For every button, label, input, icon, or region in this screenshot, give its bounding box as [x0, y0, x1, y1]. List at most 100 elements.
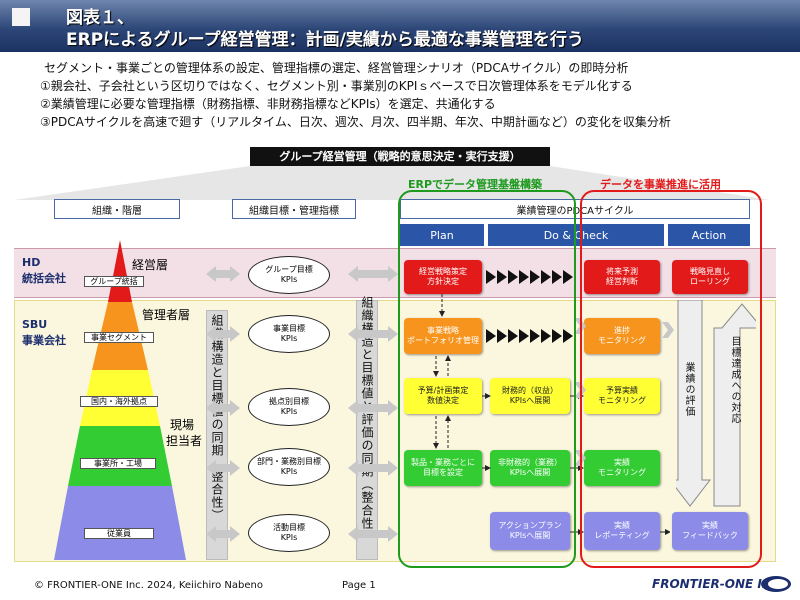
do-box-financial: 財務的（収益）KPIsへ展開 — [490, 378, 570, 414]
link-arrows — [206, 266, 398, 542]
kpi-oval-title: 拠点別目標 — [269, 397, 309, 406]
flow-arrow-icon — [486, 329, 496, 343]
perspective-fan — [14, 166, 770, 200]
flow-arrow-icon — [497, 270, 507, 284]
check-box-forecast: 将来予測経営判断 — [584, 260, 660, 294]
flow-arrow-icon — [508, 270, 518, 284]
box-line: 製品・業務ごとに — [411, 458, 475, 467]
action-box-feedback: 実績フィードバック — [672, 512, 748, 550]
phase-do-check: Do & Check — [488, 224, 664, 246]
box-line: 予算/計画策定 — [417, 386, 469, 395]
tier-field-staff: 担当者 — [166, 434, 203, 448]
box-line: 数値決定 — [427, 396, 459, 405]
evaluation-text: 業績の評価 — [683, 362, 694, 417]
sync-text-right: 組織構造と目標値と評価の同期（整合性） — [360, 296, 374, 543]
tier-field: 現場 — [170, 418, 195, 432]
do-box-nonfinancial: 非財務的（業務）KPIsへ展開 — [490, 450, 570, 486]
check-box-budget-actual: 予算実績モニタリング — [584, 378, 660, 414]
intro-line: ②業績管理に必要な管理指標（財務指標、非財務指標などKPIs）を選定、共通化する — [40, 97, 496, 111]
flow-arrow-icon — [541, 270, 551, 284]
kpi-oval-sub: KPIs — [280, 533, 298, 542]
figure-number: 図表１、 — [66, 8, 134, 28]
kpi-oval-title: 活動目標 — [273, 523, 305, 532]
box-line: 非財務的（業務） — [498, 458, 562, 467]
action-box-review: 戦略見直しローリング — [672, 260, 748, 294]
box-line: 実績 — [614, 458, 630, 467]
flow-arrow-icon — [563, 270, 573, 284]
title-banner: 図表１、 ERPによるグループ経営管理：計画/実績から最適な事業管理を行う — [0, 0, 800, 52]
sync-bar-right — [356, 300, 378, 560]
kpi-oval-title: グループ目標 — [265, 265, 313, 274]
connectors — [433, 294, 670, 535]
footer-logo: FRONTIER-ONE Inc. — [652, 577, 783, 591]
flow-arrow-icon — [530, 329, 540, 343]
box-line: 将来予測 — [606, 267, 638, 276]
box-line: 予算実績 — [606, 386, 638, 395]
plan-box-budget: 予算/計画策定数値決定 — [404, 378, 482, 414]
plan-box-targets: 製品・業務ごとに目標を設定 — [404, 450, 482, 486]
hd-label: HD — [22, 256, 41, 269]
tier-manager: 管理者層 — [142, 308, 191, 322]
box-line: 経営戦略策定 — [419, 267, 467, 276]
check-box-actual: 実績モニタリング — [584, 450, 660, 486]
intro-line: ③PDCAサイクルを高速で廻す（リアルタイム、日次、週次、月次、四半期、年次、中… — [40, 115, 671, 129]
tier-exec: 経営層 — [132, 258, 169, 272]
flow-arrow-icon — [519, 270, 529, 284]
flow-arrows-sbu — [486, 329, 574, 343]
level-label: 国内・海外拠点 — [80, 396, 158, 407]
sync-bar-left — [206, 310, 228, 560]
action-arrows — [676, 300, 756, 507]
box-line: ポートフォリオ管理 — [407, 336, 479, 345]
column-header-kpi: 組織目標・管理指標 — [232, 199, 356, 219]
kpi-oval-sub: KPIs — [280, 407, 298, 416]
box-line: モニタリング — [598, 336, 646, 345]
box-line: モニタリング — [598, 468, 646, 477]
bullet-square-icon — [12, 8, 30, 26]
box-line: アクションプラン — [498, 521, 562, 530]
kpi-oval-sub: KPIs — [280, 275, 298, 284]
flow-arrow-icon — [519, 329, 529, 343]
plan-box-strategy: 経営戦略策定方針決定 — [404, 260, 482, 294]
flow-arrow-icon — [541, 329, 551, 343]
organization-pyramid — [54, 240, 186, 560]
box-line: KPIsへ展開 — [509, 531, 551, 540]
flow-arrow-icon — [497, 329, 507, 343]
phase-action: Action — [668, 224, 750, 246]
flow-arrow-icon — [563, 329, 573, 343]
box-line: KPIsへ展開 — [509, 468, 551, 477]
kpi-oval-title: 事業目標 — [273, 324, 305, 333]
box-line: 方針決定 — [427, 277, 459, 286]
box-line: 経営判断 — [606, 277, 638, 286]
company-logo-icon — [761, 576, 791, 592]
flow-arrow-icon — [508, 329, 518, 343]
box-line: 目標を設定 — [423, 468, 463, 477]
group-management-banner: グループ経営管理（戦略的意思決定・実行支援） — [250, 147, 550, 167]
action-small-arrow — [662, 322, 674, 338]
box-line: ローリング — [690, 277, 730, 286]
intro-line: ①親会社、子会社という区切りではなく、セグメント別・事業別のKPIｓベースで日次… — [40, 79, 633, 93]
column-header-org: 組織・階層 — [54, 199, 180, 219]
use-label: データを事業推進に活用 — [600, 178, 721, 191]
footer-copyright: © FRONTIER-ONE Inc. 2024, Keiichiro Nabe… — [34, 580, 263, 591]
footer-page: Page 1 — [342, 580, 376, 591]
kpi-oval-title: 部門・業務別目標 — [257, 457, 321, 466]
box-line: KPIsへ展開 — [509, 396, 551, 405]
flow-arrow-icon — [552, 329, 562, 343]
box-line: 事業戦略 — [427, 326, 459, 335]
box-line: 実績 — [614, 521, 630, 530]
flow-arrows-hd — [486, 270, 574, 284]
target-response-text: 目標達成への対応 — [729, 336, 740, 424]
check-box-progress: 進捗モニタリング — [584, 318, 660, 354]
erp-frame — [398, 190, 576, 568]
box-line: 進捗 — [614, 326, 630, 335]
box-line: モニタリング — [598, 396, 646, 405]
level-label: 事業セグメント — [84, 332, 154, 343]
phase-plan: Plan — [400, 224, 484, 246]
box-line: レポーティング — [594, 531, 650, 540]
sbu-sub-label: 事業会社 — [22, 334, 66, 347]
